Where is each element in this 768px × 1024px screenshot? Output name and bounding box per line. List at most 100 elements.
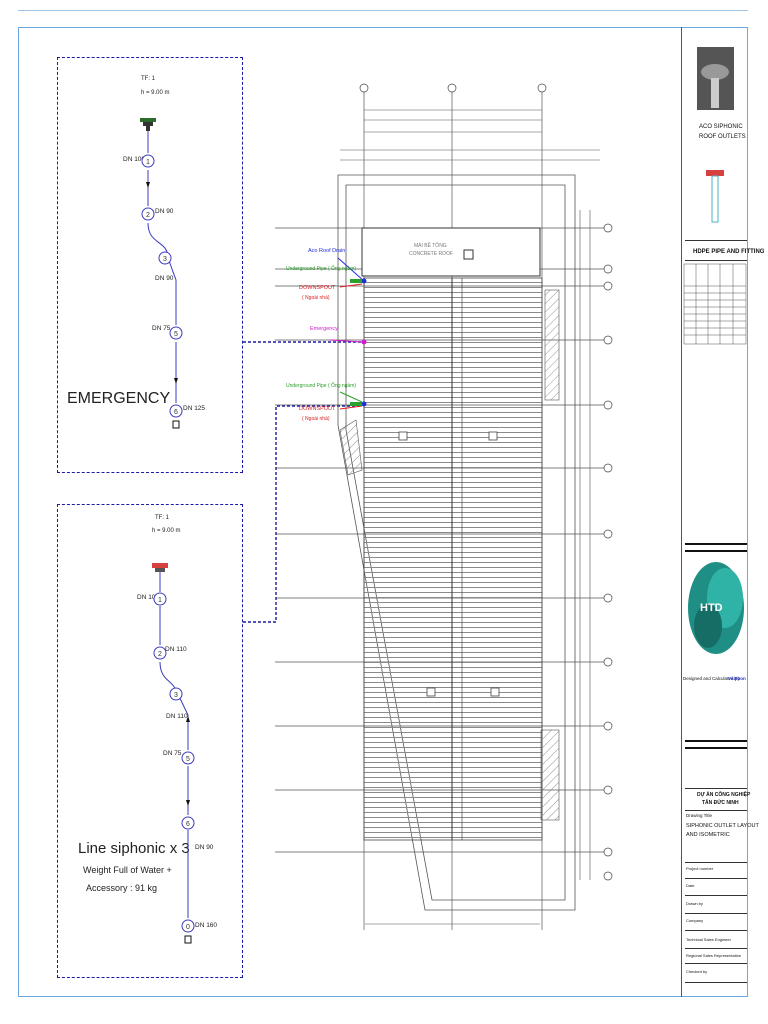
siphonic-height: h = 9.00 m (152, 528, 181, 534)
aco-outlet-product-image (697, 47, 734, 110)
siphonic-node-6: 6 (186, 821, 190, 828)
divider (685, 740, 747, 742)
siphonic-weight-note-1: Weight Full of Water + (83, 865, 172, 875)
plan-grid-bubbles (359, 83, 613, 881)
divider (685, 788, 747, 789)
green-pipe-marker-1 (350, 279, 362, 283)
siphonic-pipe-route (159, 572, 189, 918)
emergency-plan-label: Emergency (310, 326, 338, 332)
htd-logo (688, 562, 744, 654)
title-block (681, 27, 748, 997)
siphonic-nodes (153, 592, 195, 933)
siphonic-node-1: 1 (158, 597, 162, 604)
field-drawn-by: Drawn by (686, 901, 703, 906)
divider (685, 895, 747, 896)
concrete-roof-label-vi: MÁI BÊ TÔNG (414, 243, 447, 249)
building-outline (337, 174, 576, 911)
siphonic-weight-note-2: Accessory : 91 kg (86, 883, 158, 893)
emergency-tf: TF: 1 (141, 76, 156, 82)
emergency-pipe-route (147, 128, 177, 403)
downspout-label-2: DOWNSPOUT (299, 406, 336, 412)
drawing-title-line1: SIPHONIC OUTLET LAYOUT (686, 823, 759, 829)
outside-label-1: ( Ngoài nhà) (302, 295, 330, 301)
drawing-frame (18, 27, 748, 997)
divider (685, 963, 747, 964)
emergency-height: h = 9.00 m (141, 90, 170, 96)
hatched-area-bottom (540, 729, 560, 821)
siphonic-title: Line siphonic x 3 (78, 840, 190, 857)
siphonic-outlet-icon (152, 563, 168, 572)
field-technical-sales-engineer: Technical Sales Engineer (686, 937, 731, 942)
siphonic-node-2: 2 (158, 651, 162, 658)
emergency-pipe-dn-2: DN 90 (155, 208, 174, 215)
emergency-pipe-dn-1: DN 100 (123, 156, 146, 163)
pipe-table-title: HDPE PIPE AND FITTING (693, 249, 765, 255)
product-title-line2: ROOF OUTLETS (699, 134, 746, 140)
emergency-nodes (141, 154, 183, 418)
emergency-node-5: 5 (174, 331, 178, 338)
project-name-line2: TÂN ĐỨC NINH (702, 800, 739, 806)
project-name-line1: DỰ ÁN CÔNG NGHIỆP (697, 792, 751, 798)
siphonic-node-5: 5 (186, 756, 190, 763)
underground-pipe-label-2: Underground Pipe ( Ống ngầm) (286, 383, 357, 389)
htd-logo-text: HTD (700, 602, 723, 614)
siphonic-pipe-dn-5: DN 90 (195, 844, 214, 851)
siphonic-drain-point (361, 401, 367, 407)
divider (685, 982, 747, 983)
field-regional-sales-rep: Regional Sales Representative (686, 953, 741, 958)
siphonic-pipe-dn-1: DN 100 (137, 594, 160, 601)
emergency-title: EMERGENCY (67, 390, 171, 407)
emergency-drain-point (361, 339, 367, 345)
downspout-label-1: DOWNSPOUT (299, 285, 336, 291)
emergency-discharge-icon (172, 420, 180, 429)
divider (685, 240, 747, 241)
siphonic-pipe-dn-3: DN 110 (166, 713, 188, 720)
green-pipe-marker-2 (350, 402, 362, 406)
emergency-node-6: 6 (174, 409, 178, 416)
field-project-number: Project number (686, 866, 714, 871)
annotation-leaders (329, 257, 365, 410)
roof-hatch-icon (463, 249, 474, 260)
designed-by-brand: Vsiphon (728, 676, 746, 681)
metal-roof-area (363, 277, 543, 841)
aco-roof-drain-label: Aco Roof Drain (308, 248, 346, 254)
product-title-line1: ACO SIPHONIC (699, 124, 743, 130)
field-checked-by: Checked by (686, 969, 708, 974)
hatched-area-top (544, 289, 560, 401)
hatched-area-corner (339, 419, 363, 476)
siphonic-node-3: 3 (174, 692, 178, 699)
emergency-isometric-panel (57, 57, 243, 473)
divider (685, 913, 747, 914)
siphonic-node-0: 0 (186, 924, 190, 931)
siphonic-isometric-panel (57, 504, 243, 978)
siphonic-pipe-dn-2: DN 110 (165, 646, 187, 653)
emergency-pipe-dn-3: DN 90 (155, 275, 174, 282)
divider (685, 747, 747, 749)
siphonic-pipe-dn-4: DN 75 (163, 750, 182, 757)
emergency-pipe-dn-5: DN 125 (183, 405, 206, 412)
emergency-outlet-icon (140, 118, 156, 131)
siphonic-pipe-dn-6: DN 160 (195, 922, 218, 929)
concrete-roof-label-en: CONCRETE ROOF (409, 251, 453, 257)
concrete-roof-area (361, 227, 541, 277)
hdpe-fitting-icon (706, 170, 724, 223)
divider (685, 930, 747, 931)
divider (685, 260, 747, 261)
siphonic-discharge-icon (184, 935, 192, 944)
divider (685, 543, 747, 545)
divider (685, 862, 747, 863)
drawing-title-line2: AND ISOMETRIC (686, 832, 730, 838)
emergency-node-3: 3 (163, 256, 167, 263)
divider (685, 550, 747, 552)
field-company: Company (686, 918, 704, 923)
plan-outlet-markers (398, 431, 500, 697)
field-date: Date (686, 883, 695, 888)
emergency-pipe-dn-4: DN 75 (152, 325, 171, 332)
designed-by-prefix: Designed and Calculated By (683, 676, 740, 681)
panel-leader-lines (243, 341, 362, 623)
top-rule (18, 10, 748, 11)
divider (685, 810, 747, 811)
emergency-node-2: 2 (146, 212, 150, 219)
plan-dimension-lines (340, 109, 600, 925)
